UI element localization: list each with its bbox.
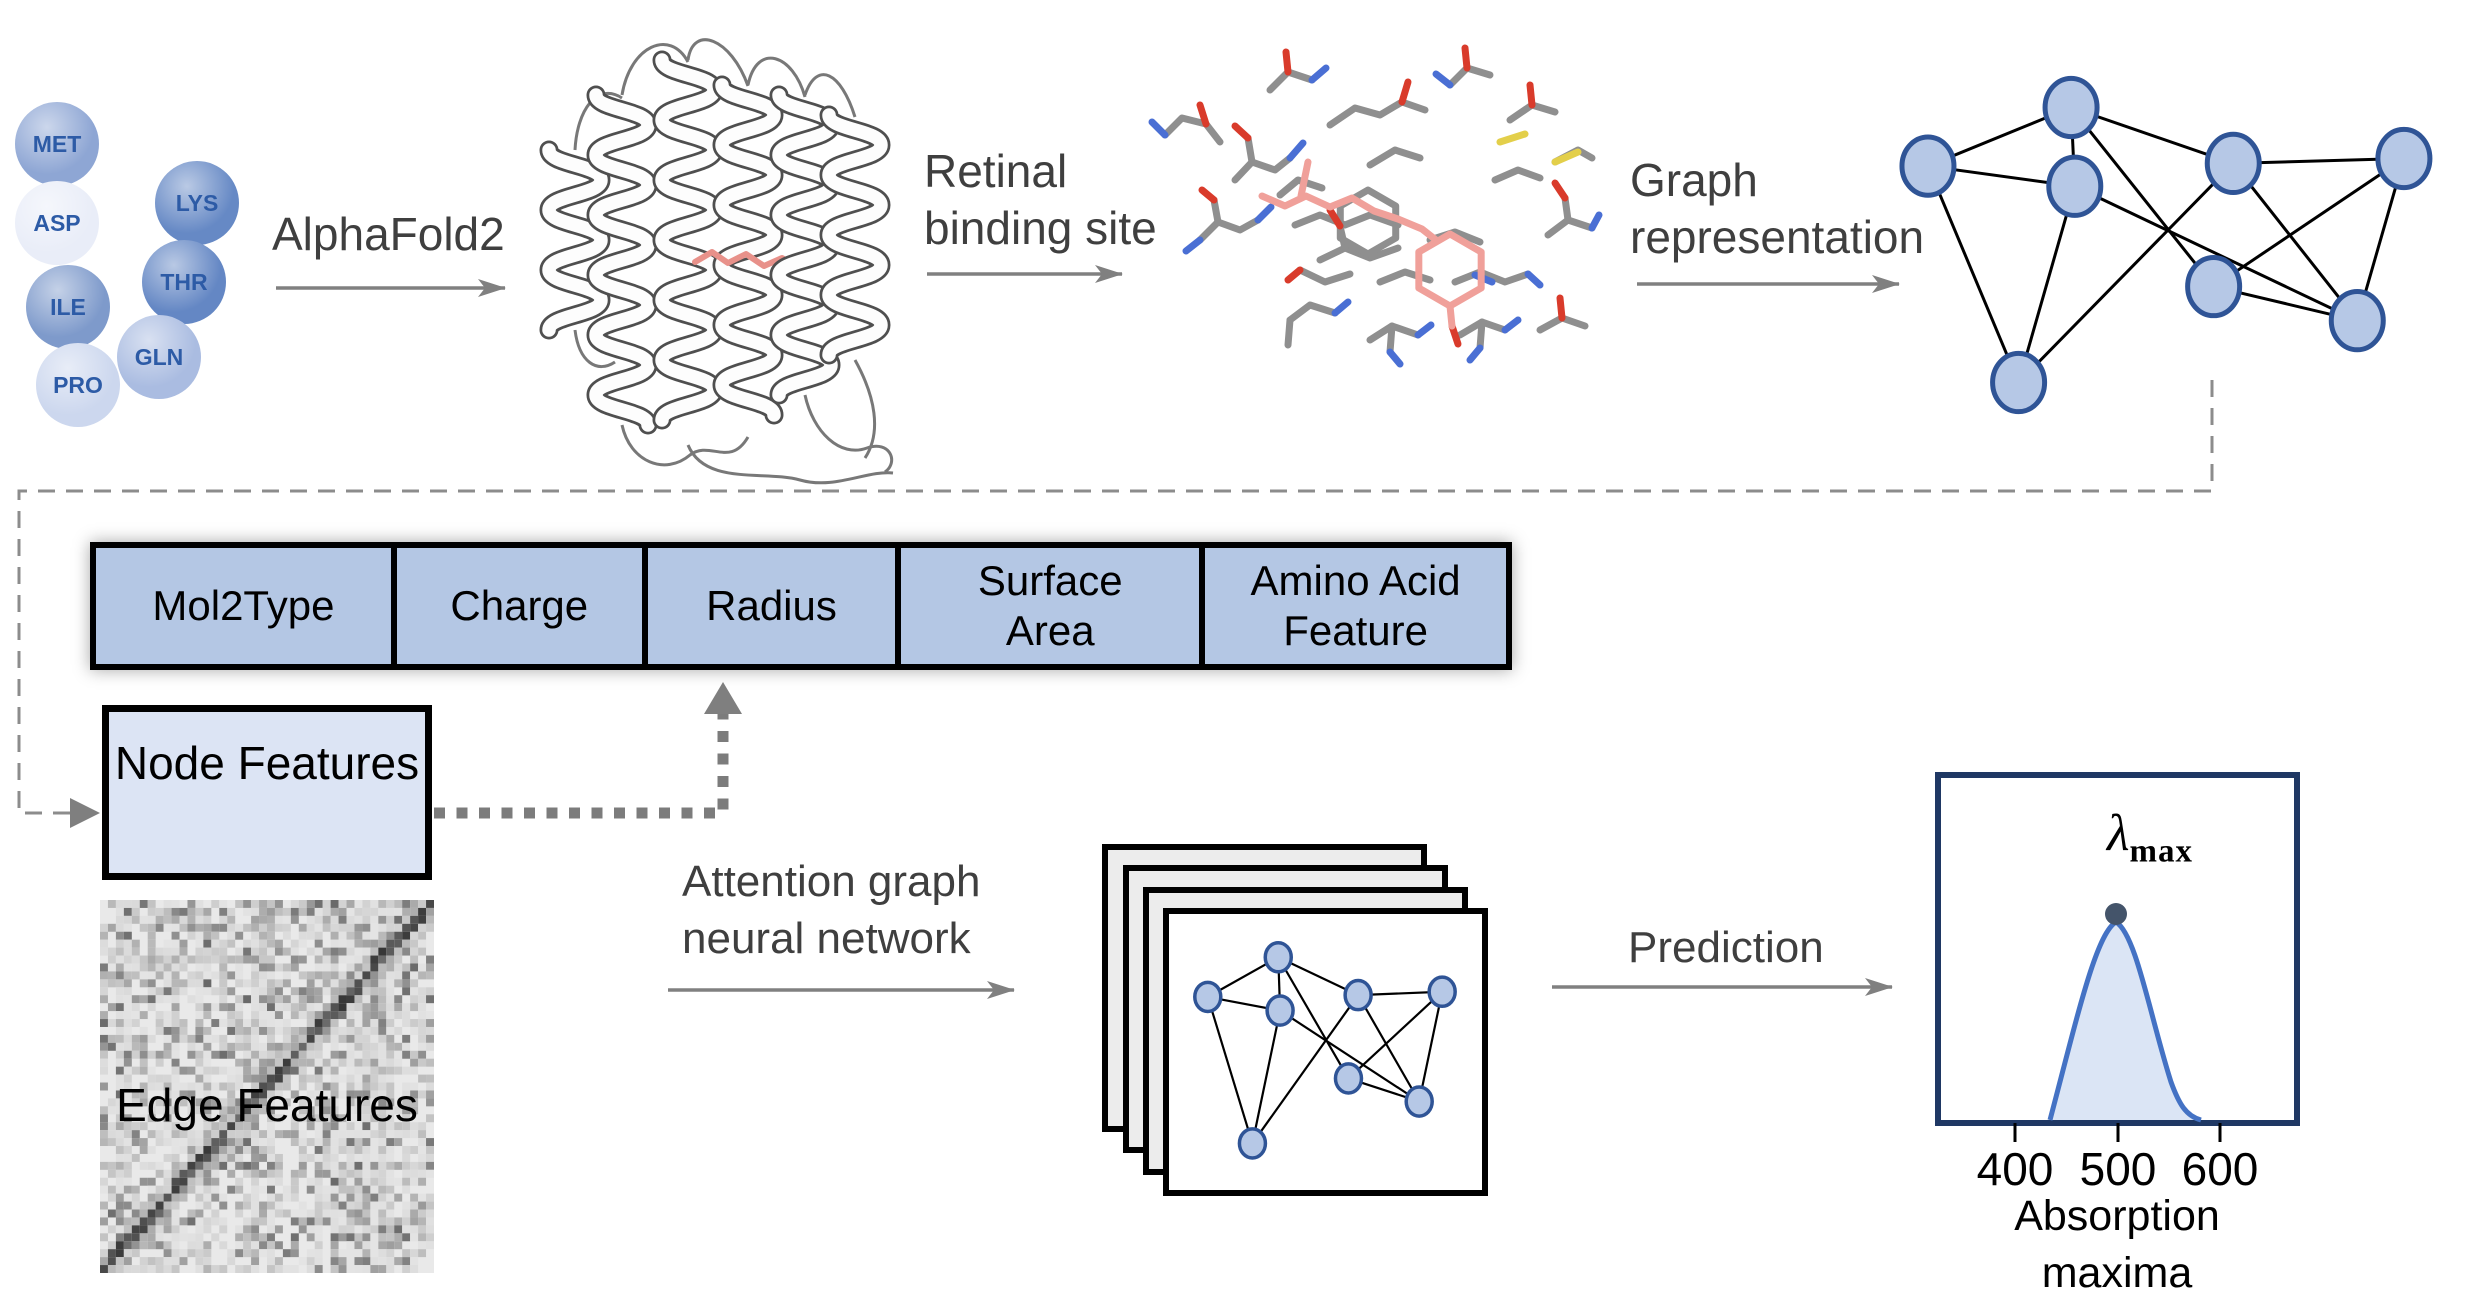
alphafold2-label: AlphaFold2 (272, 208, 505, 260)
x-axis-caption: Absorption maxima (2014, 1192, 2220, 1297)
x-tick-400: 400 (1976, 1143, 2054, 1195)
retinal-binding-site-illustration (1148, 44, 1603, 368)
retinal-binding-site-label: Retinal binding site (924, 145, 1157, 254)
edge-matrix-heatmap (100, 900, 434, 1273)
node-feature-table: Mol2Type Charge Radius Surface Area Amin… (90, 542, 1512, 670)
lambda-symbol: λ (2106, 805, 2130, 862)
table-cell-mol2type: Mol2Type (96, 548, 391, 664)
residue-ile: ILE (26, 265, 110, 349)
edge-features-label: Edge Features (116, 1079, 418, 1131)
node-features-label: Node Features (114, 737, 420, 789)
protein-ribbon-illustration (539, 38, 894, 485)
residue-thr: THR (142, 240, 226, 324)
prediction-label: Prediction (1628, 923, 1824, 972)
table-cell-surface: Surface Area (895, 548, 1200, 664)
graph-representation-label: Graph representation (1630, 154, 1925, 263)
table-cell-radius: Radius (641, 548, 896, 664)
residue-met: MET (15, 102, 99, 186)
residue-asp: ASP (15, 181, 99, 265)
table-cell-charge: Charge (390, 548, 642, 664)
absorption-spectrum-panel: λmax 400 500 600 Absorption maxima (1930, 770, 2330, 1300)
residue-lys: LYS (155, 161, 239, 245)
node-features-box: Node Features (102, 705, 432, 880)
x-tick-500: 500 (2079, 1143, 2157, 1195)
spectrum-plot (1935, 772, 2300, 1142)
table-cell-aminoacid: Amino Acid Feature (1199, 548, 1506, 664)
x-tick-600: 600 (2181, 1143, 2259, 1195)
edge-features-matrix: Edge Features (100, 900, 434, 1273)
protein-graph (1872, 50, 2462, 445)
attention-gnn-label: Attention graph neural network (682, 857, 981, 963)
lambda-subscript: max (2129, 833, 2194, 870)
gnn-layer-card-4 (1163, 908, 1488, 1196)
residue-gln: GLN (117, 315, 201, 399)
residue-pro: PRO (36, 343, 120, 427)
lambda-max-label: λmax (2080, 804, 2220, 870)
